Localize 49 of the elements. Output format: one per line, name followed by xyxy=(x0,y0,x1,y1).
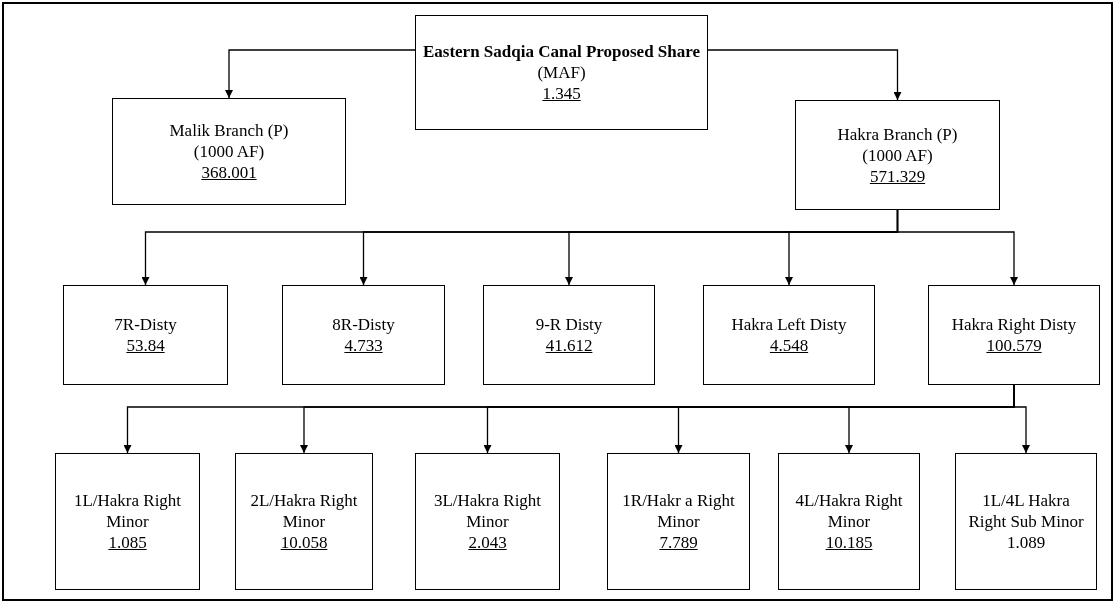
unit-label: (MAF) xyxy=(537,62,586,83)
canal-box xyxy=(63,285,228,385)
canal-name: 9-R Disty xyxy=(535,314,603,335)
share-value: 10.058 xyxy=(280,532,328,553)
canal-name: Hakra Branch (P) xyxy=(837,123,958,145)
canal-name: 1L/4L Hakra Right Sub Minor xyxy=(967,490,1085,532)
canal-box xyxy=(778,453,920,590)
canal-box xyxy=(282,285,445,385)
unit-label: (1000 AF) xyxy=(862,144,933,166)
canal-name: Eastern Sadqia Canal Proposed Share xyxy=(422,41,701,62)
arrow xyxy=(896,209,1018,286)
share-value: 2.043 xyxy=(468,532,507,553)
share-value: 1.345 xyxy=(542,83,581,104)
canal-box xyxy=(607,453,750,590)
canal-box xyxy=(928,285,1100,385)
canal-box xyxy=(483,285,655,385)
arrow xyxy=(1013,384,1030,454)
share-value: 1.089 xyxy=(1006,532,1046,553)
canal-box xyxy=(55,453,200,590)
canal-name: 2L/Hakra Right Minor xyxy=(249,490,359,532)
share-value: 1.085 xyxy=(108,532,147,553)
share-value: 4.733 xyxy=(344,335,383,356)
canal-name: 3L/Hakra Right Minor xyxy=(432,490,543,532)
canal-name: 1R/Hakr a Right Minor xyxy=(621,490,736,532)
share-value: 571.329 xyxy=(869,165,926,187)
share-value: 7.789 xyxy=(659,532,698,553)
canal-name: 1L/Hakra Right Minor xyxy=(72,490,183,532)
canal-name: 4L/Hakra Right Minor xyxy=(794,490,904,532)
share-value: 368.001 xyxy=(201,162,257,183)
canal-name: Malik Branch (P) xyxy=(169,120,289,141)
arrow xyxy=(707,49,902,101)
canal-name: Hakra Left Disty xyxy=(731,314,847,335)
canal-name: 8R-Disty xyxy=(332,314,395,335)
share-value: 41.612 xyxy=(545,335,593,356)
share-value: 53.84 xyxy=(126,335,165,356)
canal-box xyxy=(112,98,346,205)
share-value: 4.548 xyxy=(769,335,809,356)
canal-box xyxy=(795,100,1000,210)
canal-box xyxy=(703,285,875,385)
canal-name: Hakra Right Disty xyxy=(951,314,1077,335)
canal-name: 7R-Disty xyxy=(114,314,177,335)
unit-label: (1000 AF) xyxy=(193,141,265,162)
arrow xyxy=(225,49,416,99)
share-value: 10.185 xyxy=(825,532,873,553)
canal-box xyxy=(415,453,560,590)
share-value: 100.579 xyxy=(986,335,1042,356)
canal-box xyxy=(235,453,373,590)
canal-box xyxy=(415,15,708,130)
canal-box xyxy=(955,453,1097,590)
